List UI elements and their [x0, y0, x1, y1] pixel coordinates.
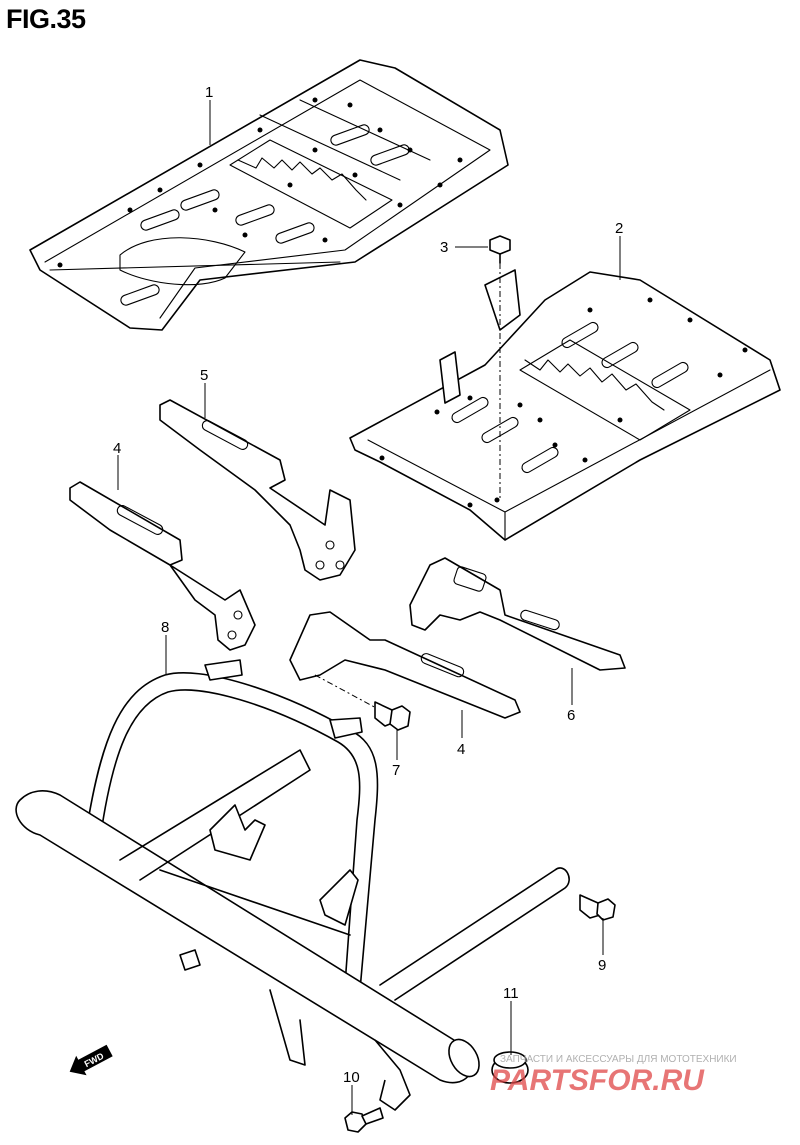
part-11-cap [491, 1051, 529, 1084]
callout-9: 9 [598, 957, 606, 974]
callout-4-lower: 4 [457, 741, 465, 758]
callout-5: 5 [200, 367, 208, 384]
part-7-axis-line [314, 674, 381, 711]
callout-11: 11 [503, 985, 519, 1002]
part-10-bolt [344, 1107, 384, 1133]
callout-10: 10 [343, 1069, 360, 1086]
part-5-bracket [159, 399, 356, 581]
part-7-bolt [374, 701, 411, 731]
watermark-brand: PARTSFOR.RU [490, 1064, 705, 1097]
part-3-bolt [489, 235, 511, 264]
leader-lines [117, 100, 621, 1115]
callout-2: 2 [615, 220, 623, 237]
part-4-bracket-right [289, 611, 521, 719]
callout-4-upper: 4 [113, 440, 121, 457]
watermark: ЗАПЧАСТИ И АКСЕССУАРЫ ДЛЯ МОТОТЕХНИКИ PA… [490, 1054, 737, 1097]
callout-7: 7 [392, 762, 400, 779]
watermark-tagline: ЗАПЧАСТИ И АКСЕССУАРЫ ДЛЯ МОТОТЕХНИКИ [500, 1054, 737, 1065]
callout-6: 6 [567, 707, 575, 724]
part-4-bracket-left [69, 481, 256, 651]
callout-1: 1 [205, 84, 213, 101]
fwd-badge: FWD [69, 1044, 113, 1076]
callout-3: 3 [440, 239, 448, 256]
callout-labels: 1 2 3 4 4 5 6 7 8 9 10 11 [113, 84, 623, 1086]
part-8-bumper-guard [15, 659, 570, 1111]
part-6-bracket [409, 557, 626, 671]
callout-8: 8 [161, 619, 169, 636]
part-2-rear-carrier-plate [349, 269, 781, 541]
part-9-bolt [579, 894, 616, 921]
part-1-front-carrier-plate [29, 59, 509, 331]
figure-title: FIG.35 [6, 4, 86, 34]
